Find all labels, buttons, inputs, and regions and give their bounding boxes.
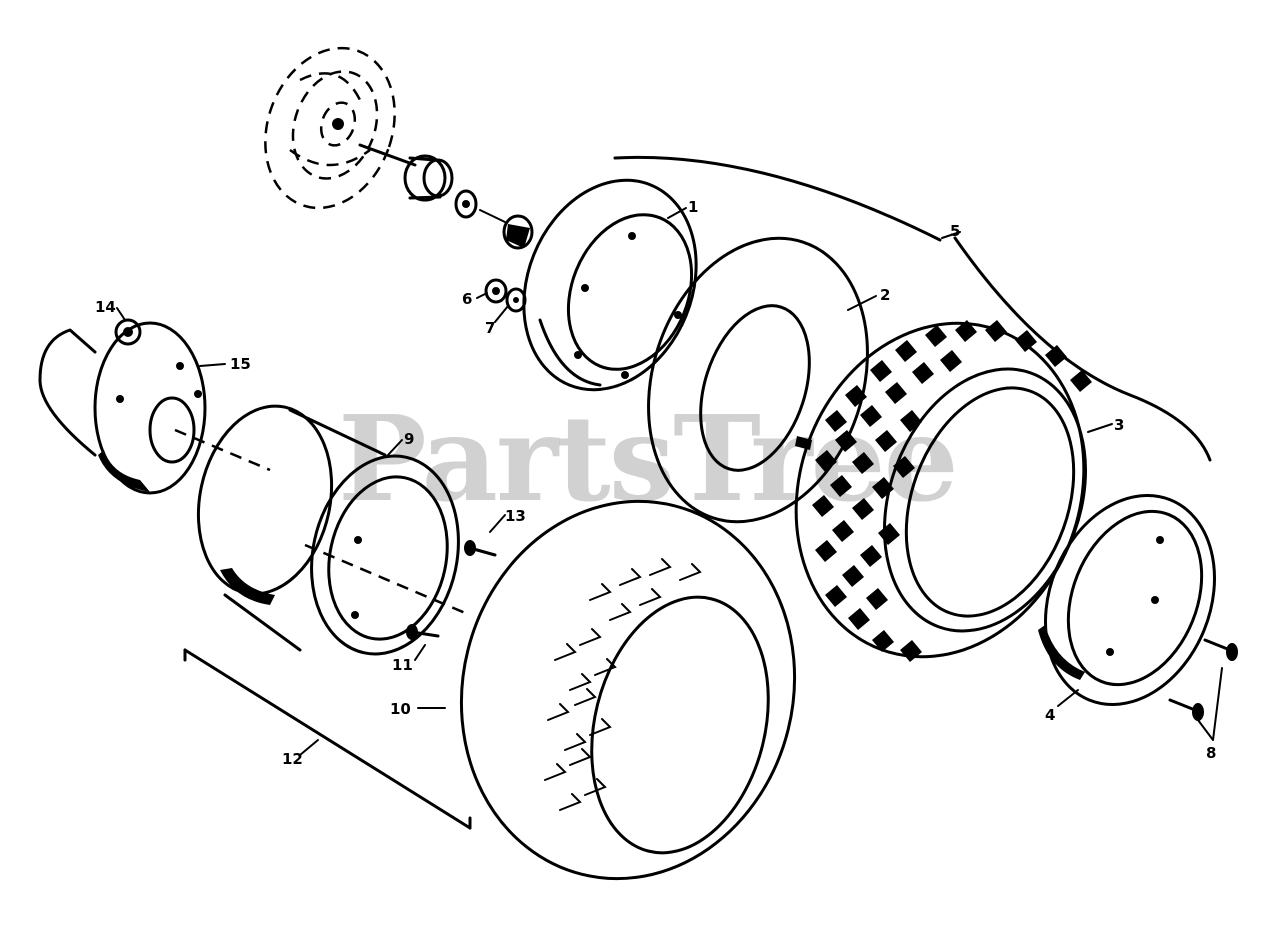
inner-tube-part-2 xyxy=(647,236,869,524)
bolt-part-11 xyxy=(406,624,440,640)
turf-tire-part-10 xyxy=(459,499,797,881)
bracket-part-12 xyxy=(183,648,472,830)
callout-12: 12 xyxy=(282,750,303,768)
callout-labels: 1 2 3 4 5 6 7 8 9 10 11 12 13 14 15 xyxy=(95,198,1216,768)
wheel-half-part-1 xyxy=(522,178,698,392)
nut-part-14 xyxy=(114,318,142,346)
callout-6: 6 xyxy=(462,290,472,308)
callout-7: 7 xyxy=(485,319,495,337)
tread-tire-part-3 xyxy=(794,320,1092,662)
callout-15: 15 xyxy=(230,355,251,373)
callout-8: 8 xyxy=(1206,744,1216,762)
callout-10: 10 xyxy=(390,700,411,718)
diamond-tread-pattern xyxy=(812,320,1092,662)
callout-2: 2 xyxy=(880,286,890,304)
callout-1: 1 xyxy=(688,198,698,216)
wheel-rim-part-9 xyxy=(196,404,460,656)
callout-4: 4 xyxy=(1045,706,1055,724)
nut-washer xyxy=(484,278,527,313)
bracket-part-5 xyxy=(613,155,1212,462)
callout-3: 3 xyxy=(1114,416,1124,434)
turf-tread-pattern xyxy=(544,558,702,811)
axis-lines xyxy=(174,428,471,617)
brake-disc-phantom xyxy=(264,46,396,210)
callout-13: 13 xyxy=(505,507,526,525)
bolts-part-8 xyxy=(1168,638,1238,721)
callout-11: 11 xyxy=(392,656,413,674)
callout-5: 5 xyxy=(950,222,960,240)
leader-lines xyxy=(116,207,1223,756)
wheel-half-part-4 xyxy=(1038,493,1216,707)
hub-part-15 xyxy=(38,321,207,495)
callout-9: 9 xyxy=(404,430,414,448)
bolt-part-13 xyxy=(464,540,497,557)
callout-14: 14 xyxy=(95,298,116,316)
bearing-spacer xyxy=(358,143,534,250)
